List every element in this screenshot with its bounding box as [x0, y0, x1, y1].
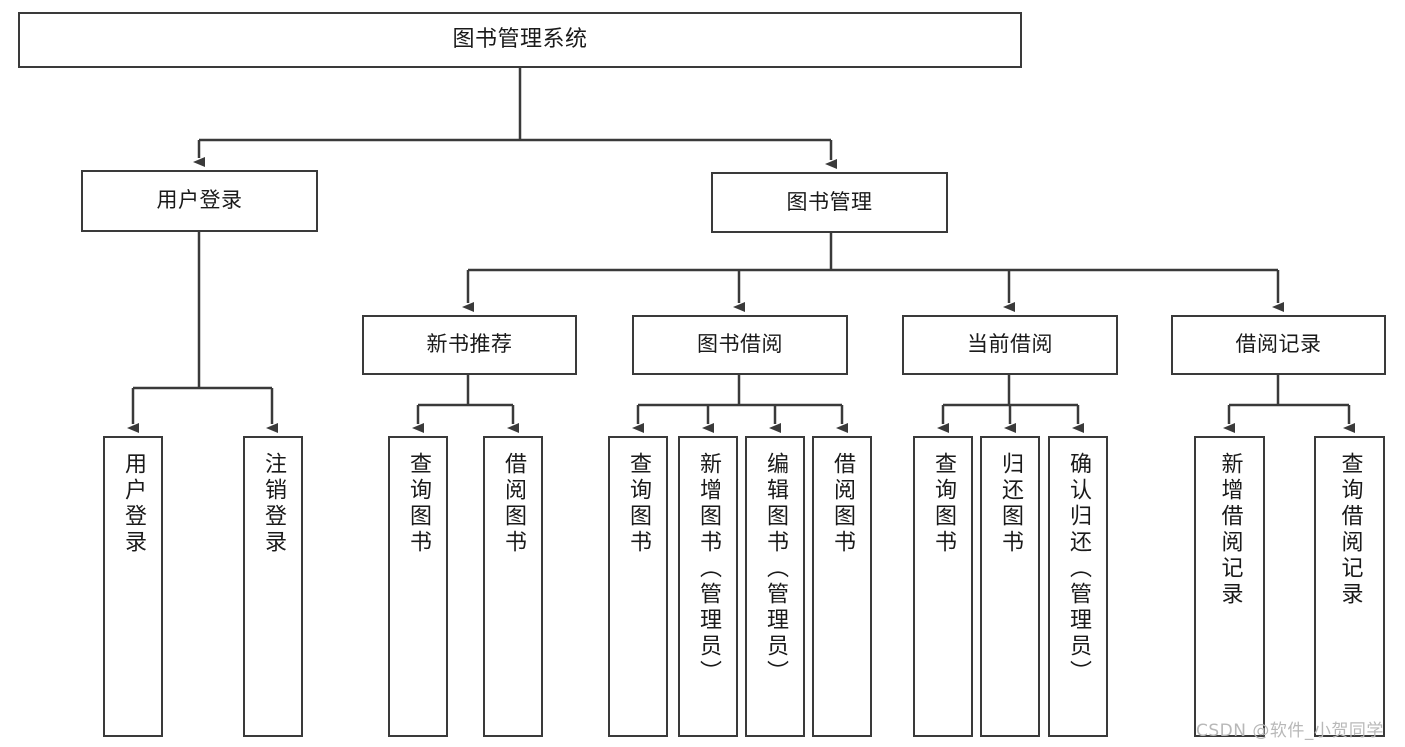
node-leaf-user-login[interactable]: 用户登录 [103, 436, 163, 737]
node-borrow-record[interactable]: 借阅记录 [1171, 315, 1386, 375]
node-borrow-record-label: 借阅记录 [1235, 332, 1322, 357]
watermark-text: CSDN @软件_小贺同学 [1196, 721, 1384, 741]
leaf-confirm-return-label: 确认归还（管理员） [1066, 452, 1091, 686]
node-user-login[interactable]: 用户登录 [81, 170, 318, 232]
node-leaf-logout-login[interactable]: 注销登录 [243, 436, 303, 737]
leaf-query-book-3-label: 查询图书 [931, 452, 956, 556]
leaf-user-login-label: 用户登录 [121, 452, 146, 556]
node-book-borrow[interactable]: 图书借阅 [632, 315, 848, 375]
leaf-add-book-admin-label: 新增图书（管理员） [696, 452, 721, 686]
leaf-add-record-label: 新增借阅记录 [1217, 452, 1243, 608]
node-book-manage-label: 图书管理 [786, 189, 873, 214]
node-leaf-query-book-2[interactable]: 查询图书 [608, 436, 668, 737]
node-current-borrow-label: 当前借阅 [967, 332, 1053, 357]
node-leaf-confirm-return[interactable]: 确认归还（管理员） [1048, 436, 1108, 737]
leaf-logout-login-label: 注销登录 [261, 452, 286, 556]
node-user-login-label: 用户登录 [156, 188, 243, 213]
leaf-borrow-book-2-label: 借阅图书 [830, 452, 855, 556]
node-leaf-edit-book-admin[interactable]: 编辑图书（管理员） [745, 436, 805, 737]
node-leaf-borrow-book-1[interactable]: 借阅图书 [483, 436, 543, 737]
leaf-borrow-book-1-label: 借阅图书 [501, 452, 526, 556]
node-new-book-rec[interactable]: 新书推荐 [362, 315, 577, 375]
node-leaf-add-book-admin[interactable]: 新增图书（管理员） [678, 436, 738, 737]
node-leaf-add-record[interactable]: 新增借阅记录 [1194, 436, 1265, 737]
node-leaf-query-book-1[interactable]: 查询图书 [388, 436, 448, 737]
leaf-return-book-label: 归还图书 [998, 452, 1023, 556]
node-leaf-query-record[interactable]: 查询借阅记录 [1314, 436, 1385, 737]
leaf-query-book-1-label: 查询图书 [406, 452, 431, 556]
node-root-label: 图书管理系统 [452, 26, 588, 52]
node-book-manage[interactable]: 图书管理 [711, 172, 948, 233]
node-new-book-rec-label: 新书推荐 [426, 332, 513, 357]
node-leaf-borrow-book-2[interactable]: 借阅图书 [812, 436, 872, 737]
node-book-borrow-label: 图书借阅 [697, 332, 783, 357]
node-leaf-query-book-3[interactable]: 查询图书 [913, 436, 973, 737]
node-root[interactable]: 图书管理系统 [18, 12, 1022, 68]
node-current-borrow[interactable]: 当前借阅 [902, 315, 1118, 375]
node-leaf-return-book[interactable]: 归还图书 [980, 436, 1040, 737]
leaf-query-record-label: 查询借阅记录 [1337, 452, 1363, 608]
leaf-query-book-2-label: 查询图书 [626, 452, 651, 556]
leaf-edit-book-admin-label: 编辑图书（管理员） [763, 452, 788, 686]
